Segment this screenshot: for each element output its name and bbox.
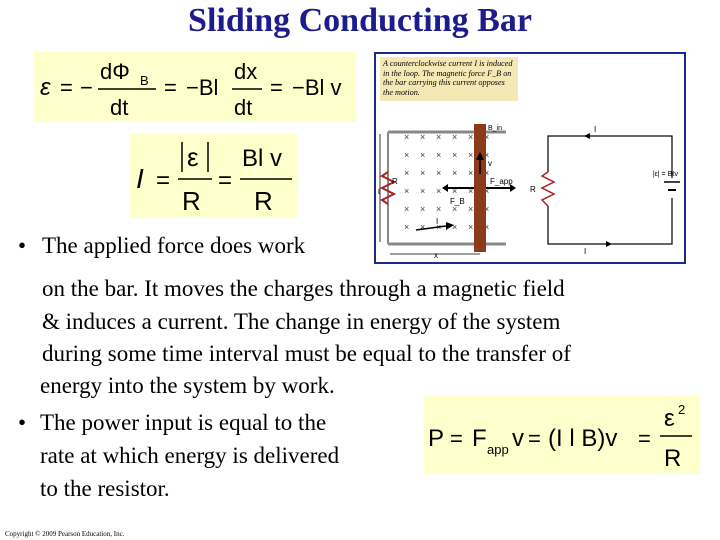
bullet-line: energy into the system by work. bbox=[40, 373, 335, 398]
circuit-resistor-label: R bbox=[530, 185, 536, 194]
svg-text:×: × bbox=[420, 204, 425, 214]
equals-sign: = bbox=[270, 75, 283, 100]
bullet-line: The power input is equal to the bbox=[40, 410, 327, 435]
equals-sign: = bbox=[218, 167, 232, 194]
velocity-symbol: v bbox=[512, 425, 524, 452]
emf-label: |ε| = Bℓv bbox=[653, 171, 679, 178]
velocity-label: v bbox=[488, 159, 492, 168]
force-subscript: app bbox=[487, 442, 509, 457]
svg-text:×: × bbox=[404, 222, 409, 232]
force-symbol: F bbox=[472, 425, 487, 452]
copyright-notice: Copyright © 2009 Pearson Education, Inc. bbox=[5, 530, 125, 538]
emf-symbol: ε bbox=[187, 142, 199, 172]
bullet-line: to the resistor. bbox=[40, 476, 170, 501]
svg-text:×: × bbox=[404, 132, 409, 142]
svg-text:×: × bbox=[452, 222, 457, 232]
time-differential: dt bbox=[110, 95, 128, 120]
equals-sign: = bbox=[164, 75, 177, 100]
slide-title: Sliding Conducting Bar bbox=[188, 2, 532, 39]
emf-equation: ε = − dΦ B dt = −Bl dx dt = −Bl v bbox=[34, 52, 356, 122]
resistor-label: R bbox=[392, 177, 398, 186]
bullet-line: & induces a current. The change in energ… bbox=[42, 309, 561, 334]
minus-bl: −Bl bbox=[186, 75, 218, 100]
svg-text:×: × bbox=[484, 204, 489, 214]
bullet-line: The applied force does work bbox=[42, 233, 306, 258]
equals-sign: = bbox=[528, 426, 541, 451]
svg-text:×: × bbox=[436, 204, 441, 214]
svg-text:×: × bbox=[404, 150, 409, 160]
length-label: ℓ bbox=[377, 187, 381, 196]
svg-text:×: × bbox=[452, 150, 457, 160]
svg-text:×: × bbox=[452, 186, 457, 196]
resistor-symbol bbox=[540, 171, 556, 207]
circuit-current-top: I bbox=[594, 125, 596, 134]
equivalent-circuit bbox=[547, 135, 673, 245]
svg-text:×: × bbox=[484, 150, 489, 160]
svg-text:×: × bbox=[468, 168, 473, 178]
svg-text:×: × bbox=[468, 150, 473, 160]
svg-text:×: × bbox=[484, 168, 489, 178]
flux-differential: dΦ bbox=[100, 59, 130, 84]
time-differential: dt bbox=[234, 95, 252, 120]
svg-text:×: × bbox=[436, 186, 441, 196]
svg-text:×: × bbox=[452, 168, 457, 178]
svg-text:×: × bbox=[468, 186, 473, 196]
current-symbol: I bbox=[136, 163, 144, 194]
power-symbol: P bbox=[428, 425, 444, 452]
position-label: x bbox=[434, 251, 438, 260]
minus-blv: −Bl v bbox=[292, 75, 342, 100]
sliding-bar-figure: A counterclockwise current I is induced … bbox=[374, 52, 686, 264]
svg-text:×: × bbox=[452, 132, 457, 142]
position-differential: dx bbox=[234, 59, 257, 84]
svg-text:×: × bbox=[468, 204, 473, 214]
current-label: I bbox=[436, 217, 438, 226]
svg-text:×: × bbox=[436, 168, 441, 178]
circuit-current-bottom: I bbox=[584, 247, 586, 256]
svg-text:×: × bbox=[420, 222, 425, 232]
conducting-bar bbox=[474, 124, 486, 252]
bullet-marker: • bbox=[18, 410, 27, 435]
bullet-marker: • bbox=[18, 233, 27, 258]
svg-text:×: × bbox=[420, 168, 425, 178]
svg-text:×: × bbox=[404, 168, 409, 178]
magnetic-field-marks: × × × × × × × × × × × × × × × × × × × × × × × × × × × × × × × × × × ×… bbox=[404, 132, 489, 232]
equals-sign: = bbox=[450, 426, 463, 451]
svg-text:×: × bbox=[468, 132, 473, 142]
applied-force-label: F_app bbox=[490, 177, 513, 186]
equals-sign: = bbox=[60, 75, 73, 100]
svg-text:×: × bbox=[484, 132, 489, 142]
equals-sign: = bbox=[156, 167, 170, 194]
svg-text:×: × bbox=[420, 186, 425, 196]
svg-text:×: × bbox=[420, 132, 425, 142]
resistance-symbol: R bbox=[182, 186, 201, 216]
figure-caption: A counterclockwise current I is induced … bbox=[380, 57, 518, 101]
minus-sign: − bbox=[80, 75, 93, 100]
power-equation: P = F app v = (I l B)v = ε 2 R bbox=[424, 396, 700, 474]
svg-text:×: × bbox=[452, 204, 457, 214]
field-label: B_in bbox=[488, 125, 502, 132]
ilb-velocity-term: (I l B)v bbox=[548, 425, 617, 452]
current-equation: I = ε R = Bl v R bbox=[130, 134, 298, 218]
svg-text:×: × bbox=[404, 204, 409, 214]
bullet-line: on the bar. It moves the charges through… bbox=[42, 276, 565, 301]
svg-text:×: × bbox=[468, 222, 473, 232]
svg-text:×: × bbox=[484, 186, 489, 196]
exponent: 2 bbox=[678, 402, 685, 417]
svg-text:×: × bbox=[484, 222, 489, 232]
resistance-symbol: R bbox=[664, 445, 681, 472]
svg-text:×: × bbox=[420, 150, 425, 160]
resistance-symbol: R bbox=[254, 186, 273, 216]
blv-term: Bl v bbox=[242, 145, 282, 172]
bullet-line: rate at which energy is delivered bbox=[40, 443, 340, 468]
svg-text:×: × bbox=[404, 186, 409, 196]
svg-text:×: × bbox=[436, 132, 441, 142]
flux-subscript: B bbox=[140, 73, 149, 88]
emf-symbol: ε bbox=[664, 405, 675, 432]
bullet-line: during some time interval must be equal … bbox=[42, 341, 571, 366]
magnetic-force-label: F_B bbox=[450, 197, 465, 206]
equals-sign: = bbox=[638, 426, 651, 451]
svg-text:×: × bbox=[436, 150, 441, 160]
emf-symbol: ε bbox=[40, 74, 51, 101]
